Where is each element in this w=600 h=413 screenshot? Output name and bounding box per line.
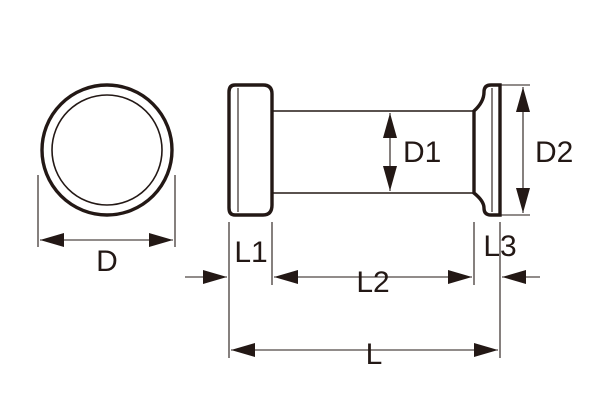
d-arrow-left [40,233,64,247]
l2-label: L2 [356,266,389,299]
end-view [40,83,174,217]
d-arrow-right [149,233,173,247]
l-arrow-right [474,343,498,357]
l3-label: L3 [483,230,516,263]
end-view-inner-circle [51,94,163,206]
dimension-l1: L1 [185,236,268,284]
right-flange-outline [472,83,502,217]
dimension-l2: L2 [274,266,472,299]
dimension-d1: D1 [383,113,441,191]
d1-arrow-bottom [383,166,397,191]
d2-label: D2 [535,136,573,169]
l2-arrow-left [274,270,298,284]
l-label: L [366,338,383,371]
left-flange-outline [227,83,274,217]
l1-arrow-left [203,270,227,284]
l1-label: L1 [234,236,267,269]
side-view [227,83,502,217]
d2-arrow-top [516,87,530,112]
dimension-d2: D2 [500,84,573,216]
l2-arrow-right [448,270,472,284]
d1-arrow-top [383,113,397,138]
dimension-l3: L3 [483,230,540,284]
d2-arrow-bottom [516,188,530,213]
d-label: D [96,245,118,278]
l-arrow-left [231,343,255,357]
l3-arrow-right [502,270,526,284]
d1-label: D1 [403,136,441,169]
end-view-outer-circle [40,83,174,217]
dimension-d: D [37,175,176,278]
dimension-l: L [231,338,498,371]
